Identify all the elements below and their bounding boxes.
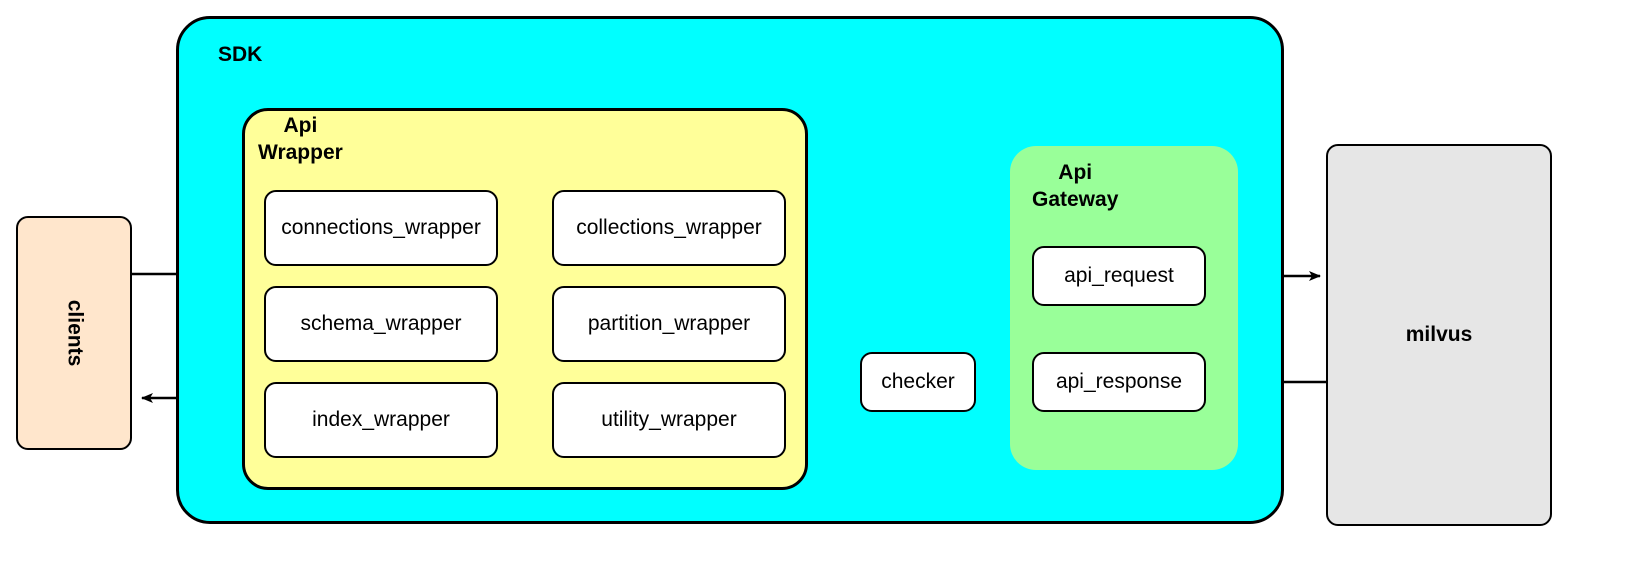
node-index-wrapper[interactable]: index_wrapper xyxy=(264,382,498,458)
sdk-title: SDK xyxy=(218,43,263,66)
node-checker[interactable]: checker xyxy=(860,352,976,412)
actor-clients[interactable]: clients xyxy=(16,216,132,450)
node-schema-wrapper[interactable]: schema_wrapper xyxy=(264,286,498,362)
node-api-response[interactable]: api_response xyxy=(1032,352,1206,412)
node-utility-wrapper[interactable]: utility_wrapper xyxy=(552,382,786,458)
node-partition-wrapper[interactable]: partition_wrapper xyxy=(552,286,786,362)
node-connections-wrapper[interactable]: connections_wrapper xyxy=(264,190,498,266)
api-wrapper-title: Api Wrapper xyxy=(258,114,343,164)
actor-milvus[interactable]: milvus xyxy=(1326,144,1552,526)
actor-clients-label: clients xyxy=(63,299,86,367)
api-gateway-title: Api Gateway xyxy=(1032,161,1119,211)
node-collections-wrapper[interactable]: collections_wrapper xyxy=(552,190,786,266)
node-api-request[interactable]: api_request xyxy=(1032,246,1206,306)
api-gateway-container xyxy=(1010,146,1238,470)
